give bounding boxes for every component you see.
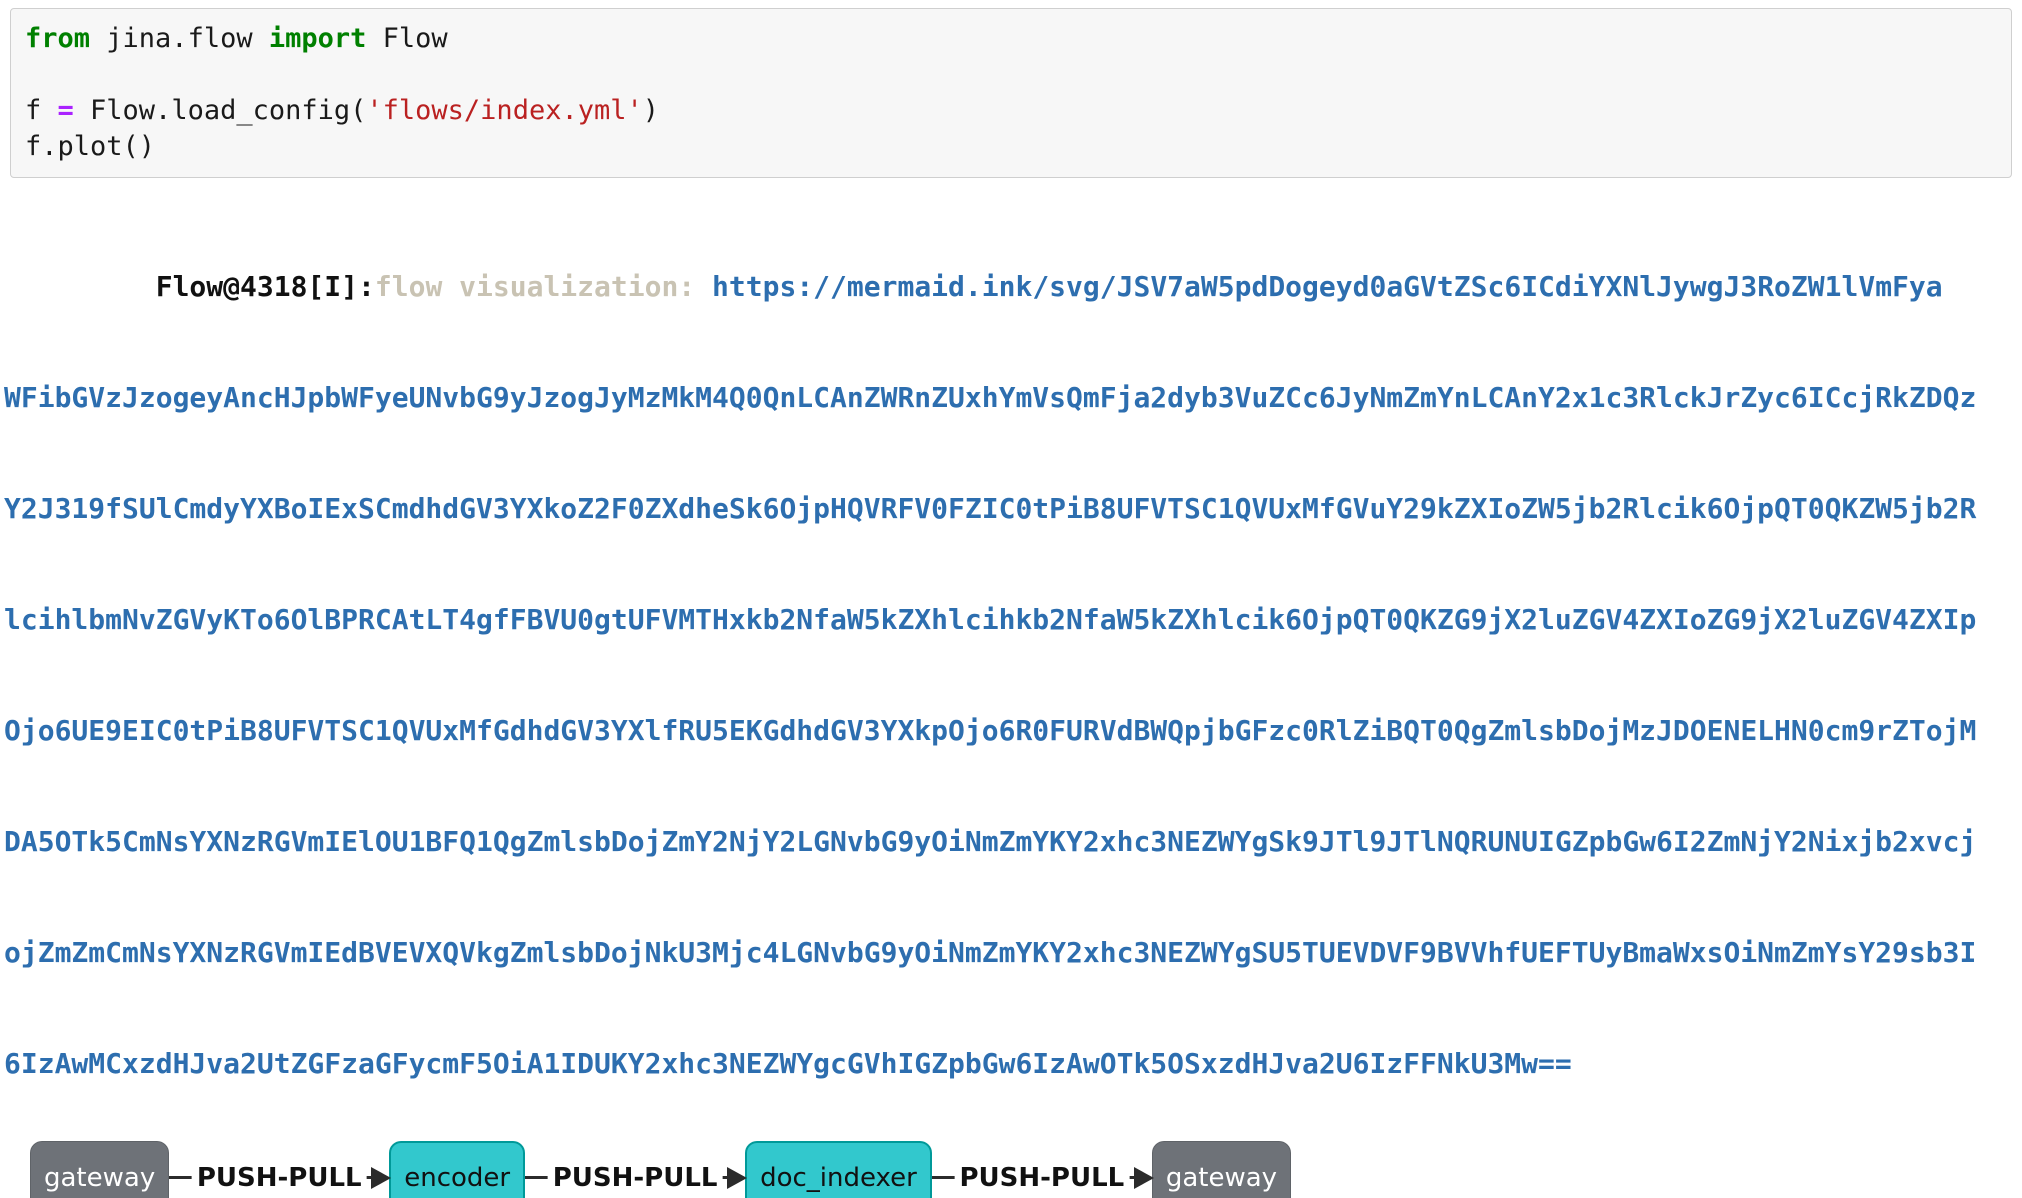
mermaid-url-line: DA5OTk5CmNsYXNzRGVmIElOU1BFQ1QgZmlsbDojZ… [4, 823, 2022, 860]
node-label: gateway [44, 1163, 155, 1193]
code-editor[interactable]: from jina.flow import Flow f = Flow.load… [25, 21, 1999, 165]
mermaid-url[interactable]: lcihlbmNvZGVyKTo6OlBPRCAtLT4gfFBVU0gtUFV… [4, 603, 1976, 636]
node-encoder: encoder [389, 1141, 525, 1198]
mermaid-url-line: WFibGVzJzogeyAncHJpbWFyeUNvbG9yJzogJyMzM… [4, 379, 2022, 416]
mermaid-url[interactable]: DA5OTk5CmNsYXNzRGVmIElOU1BFQ1QgZmlsbDojZ… [4, 825, 1976, 858]
arrowhead-icon [1134, 1167, 1154, 1189]
code-line: from jina.flow import Flow [25, 21, 1999, 57]
mermaid-url-line: lcihlbmNvZGVyKTo6OlBPRCAtLT4gfFBVU0gtUFV… [4, 601, 2022, 638]
code-line: f = Flow.load_config('flows/index.yml') [25, 93, 1999, 129]
mermaid-url-line: ojZmZmCmNsYXNzRGVmIEdBVEVXQVkgZmlsbDojNk… [4, 934, 2022, 971]
code-line [25, 57, 1999, 93]
code-line: f.plot() [25, 129, 1999, 165]
code-cell[interactable]: from jina.flow import Flow f = Flow.load… [10, 8, 2012, 178]
log-output: Flow@4318[I]:flow visualization: https:/… [4, 194, 2022, 1119]
mermaid-url[interactable]: Ojo6UE9EIC0tPiB8UFVTSC1QVUxMfGdhdGV3YXlf… [4, 714, 1976, 747]
mermaid-url[interactable]: 6IzAwMCxzdHJva2UtZGFzaGFycmF5OiA1IDUKY2x… [4, 1047, 1572, 1080]
mermaid-url[interactable]: https://mermaid.ink/svg/JSV7aW5pdDogeyd0… [712, 270, 1943, 303]
mermaid-url-line: 6IzAwMCxzdHJva2UtZGFzaGFycmF5OiA1IDUKY2x… [4, 1045, 2022, 1082]
mermaid-url-line: Ojo6UE9EIC0tPiB8UFVTSC1QVUxMfGdhdGV3YXlf… [4, 712, 2022, 749]
arrowhead-icon [371, 1167, 391, 1189]
flow-edge: PUSH-PULL [169, 1141, 389, 1198]
node-label: encoder [404, 1163, 510, 1193]
mermaid-url-line: Y2J319fSUlCmdyYXBoIExSCmdhdGV3YXkoZ2F0ZX… [4, 490, 2022, 527]
node-label: doc_indexer [760, 1163, 917, 1193]
edge-label: PUSH-PULL [192, 1163, 367, 1193]
node-doc-indexer: doc_indexer [745, 1141, 932, 1198]
flow-edge: PUSH-PULL [525, 1141, 745, 1198]
node-gateway-end: gateway [1152, 1141, 1291, 1198]
mermaid-url[interactable]: WFibGVzJzogeyAncHJpbWFyeUNvbG9yJzogJyMzM… [4, 381, 1976, 414]
node-gateway-start: gateway [30, 1141, 169, 1198]
edge-label: PUSH-PULL [954, 1163, 1129, 1193]
mermaid-url[interactable]: Y2J319fSUlCmdyYXBoIExSCmdhdGV3YXkoZ2F0ZX… [4, 492, 1976, 525]
edge-label: PUSH-PULL [548, 1163, 723, 1193]
log-line: Flow@4318[I]:flow visualization: https:/… [4, 268, 2022, 305]
flow-diagram: gateway PUSH-PULL encoder PUSH-PULL doc_… [30, 1135, 2022, 1198]
arrowhead-icon [727, 1167, 747, 1189]
mermaid-url[interactable]: ojZmZmCmNsYXNzRGVmIEdBVEVXQVkgZmlsbDojNk… [4, 936, 1976, 969]
log-prefix: Flow@4318[I]: [4, 270, 375, 303]
node-label: gateway [1166, 1163, 1277, 1193]
flow-edge: PUSH-PULL [932, 1141, 1152, 1198]
log-label: flow visualization: [375, 270, 712, 303]
